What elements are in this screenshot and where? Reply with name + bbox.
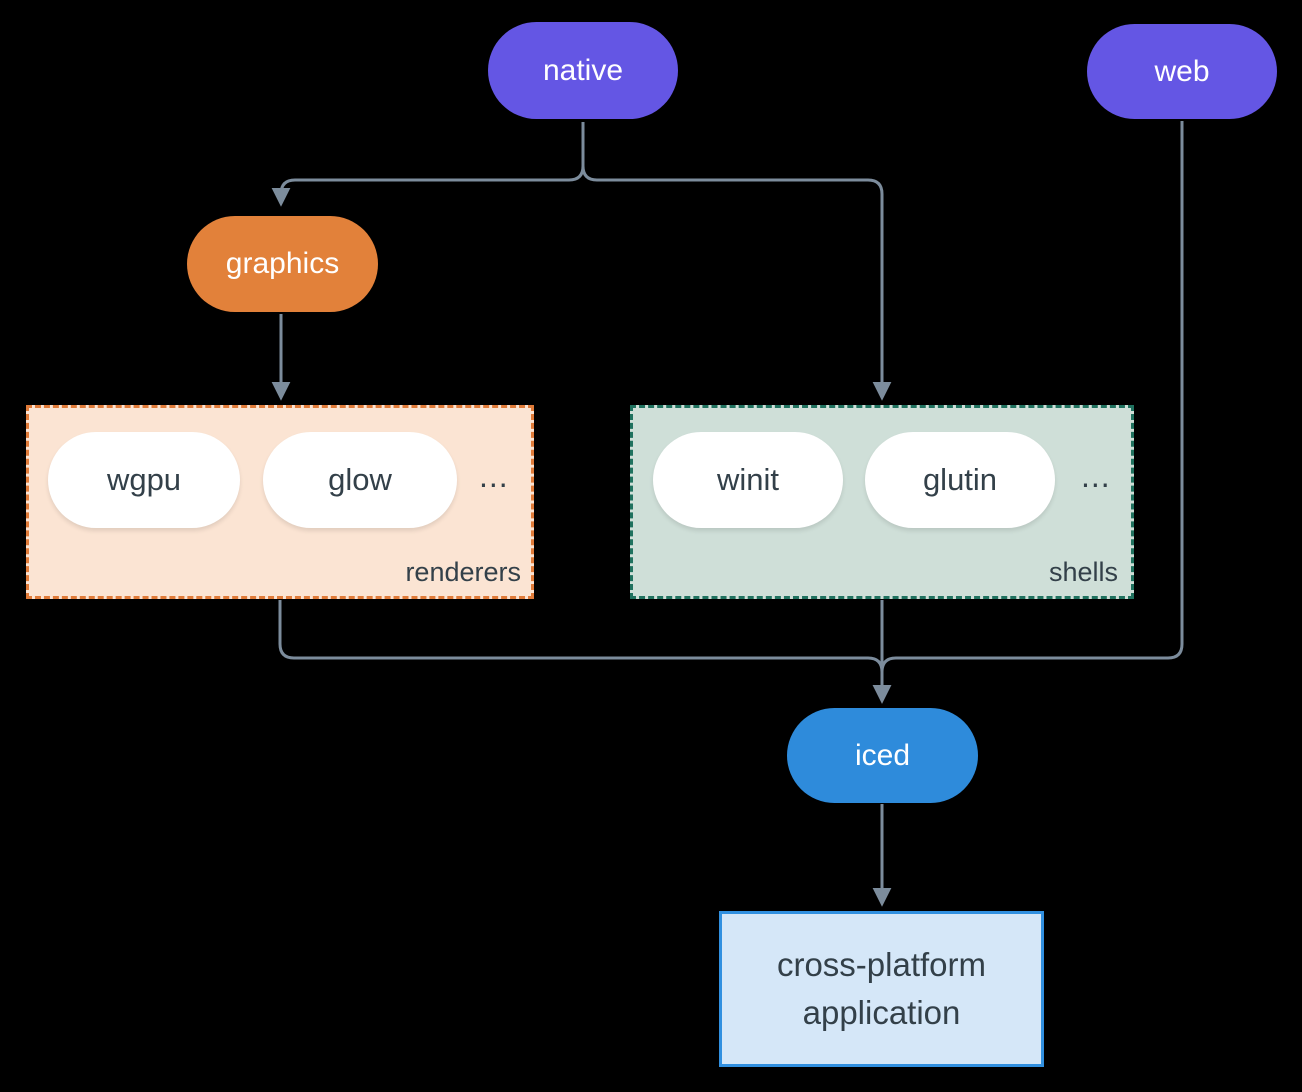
shells-ellipsis: ...: [1081, 458, 1111, 494]
edge-native-to-graphics: [271, 122, 585, 207]
node-wgpu: wgpu: [48, 432, 240, 528]
node-wgpu-label: wgpu: [106, 462, 182, 497]
group-shells: winit glutin ... shells: [630, 405, 1134, 599]
node-glutin-label: glutin: [922, 462, 998, 497]
node-glow: glow: [263, 432, 457, 528]
renderers-group-label: renderers: [405, 557, 521, 587]
node-application-label-line1: cross-platform: [776, 946, 987, 983]
node-winit: winit: [653, 432, 843, 528]
renderers-ellipsis: ...: [479, 458, 509, 494]
node-graphics: graphics: [187, 216, 378, 312]
edge-web-to-iced: [880, 121, 1184, 673]
node-iced-label: iced: [854, 738, 911, 772]
node-web: web: [1087, 24, 1277, 119]
node-application-label-line2: application: [802, 994, 961, 1031]
node-native: native: [488, 22, 678, 119]
node-application: cross-platform application: [719, 911, 1044, 1067]
group-renderers: wgpu glow ... renderers: [26, 405, 534, 599]
shells-group-label: shells: [1048, 557, 1118, 587]
node-winit-label: winit: [716, 462, 779, 497]
node-glutin: glutin: [865, 432, 1055, 528]
node-glow-label: glow: [328, 462, 392, 497]
edge-renderers-to-iced: [278, 600, 892, 704]
node-web-label: web: [1154, 54, 1210, 88]
node-iced: iced: [787, 708, 978, 803]
node-graphics-label: graphics: [225, 247, 340, 280]
node-native-label: native: [542, 53, 624, 87]
edge-native-to-shells: [581, 122, 892, 401]
